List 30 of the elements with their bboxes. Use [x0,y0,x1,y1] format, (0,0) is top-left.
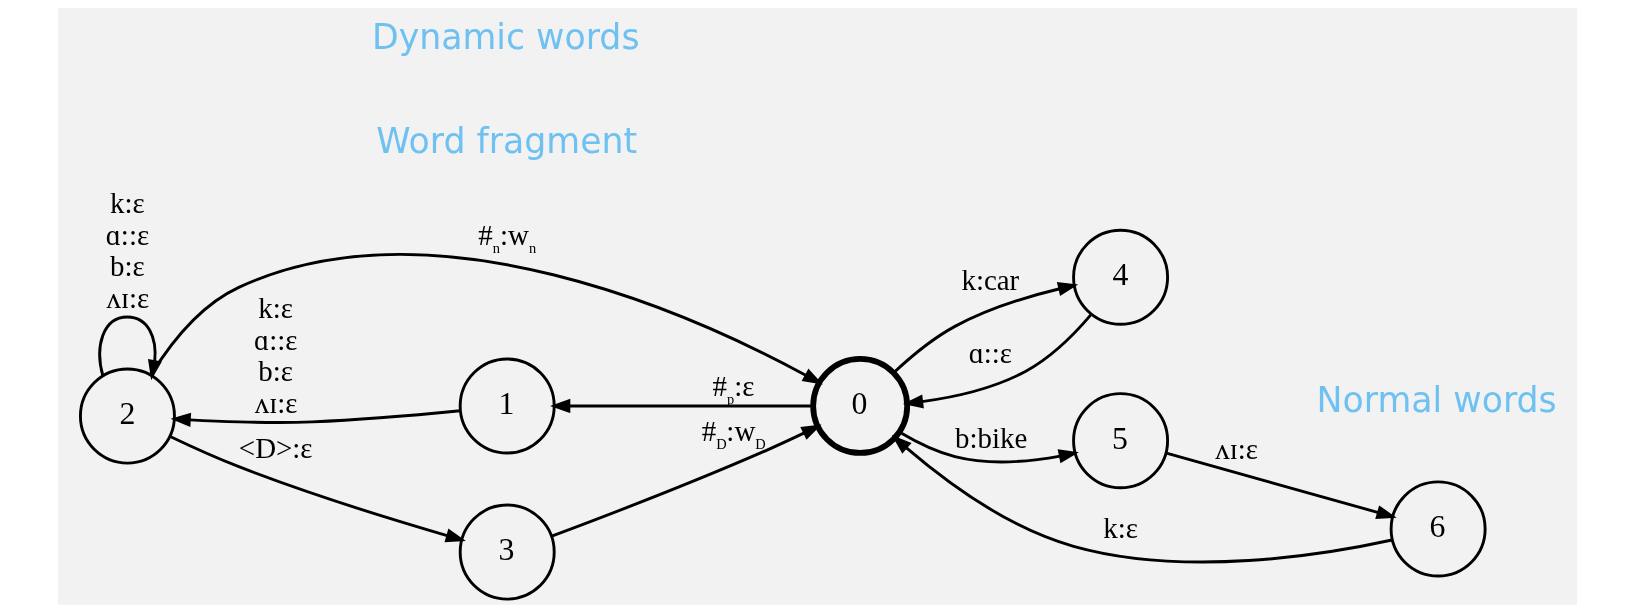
arrow [1165,451,1397,520]
arrow [169,435,466,543]
node-circle: 3 [458,503,556,601]
node-circle: 6 [1389,480,1487,578]
edge-label: b:bike [954,421,1027,454]
arrow [97,315,162,381]
arrow [170,409,460,427]
edge-label: #$_{D}$:w$_{D}$ [701,414,766,452]
label: Dynamic words [371,16,640,57]
node-circle: 4 [1071,228,1169,326]
edge-label: k:car [960,264,1019,297]
arrow [902,313,1093,409]
edge-label: ɑ::ε [968,336,1012,369]
edge-label: k:ε ɑ::ε b:ε ʌɪ:ε [253,291,297,420]
label: Word fragment [375,121,637,162]
edge-label: <D>:ε [238,432,313,465]
arrow [898,431,1079,464]
arrow [550,424,822,538]
node-circle: 1 [458,357,556,455]
node-circle: 2 [78,367,176,465]
arrow [891,434,1392,564]
edge-label: #$_{n}$:w$_{n}$ [477,219,536,257]
edge-label: k:ε ɑ::ε b:ε ʌɪ:ε [105,186,149,315]
arrow [892,282,1078,374]
label: Normal words [1316,380,1557,421]
node-circle: 5 [1071,392,1169,490]
edge-label: k:ε [1102,511,1138,544]
arrow [149,253,823,385]
arrow [549,398,813,414]
edge-label: ʌɪ:ε [1214,433,1258,466]
